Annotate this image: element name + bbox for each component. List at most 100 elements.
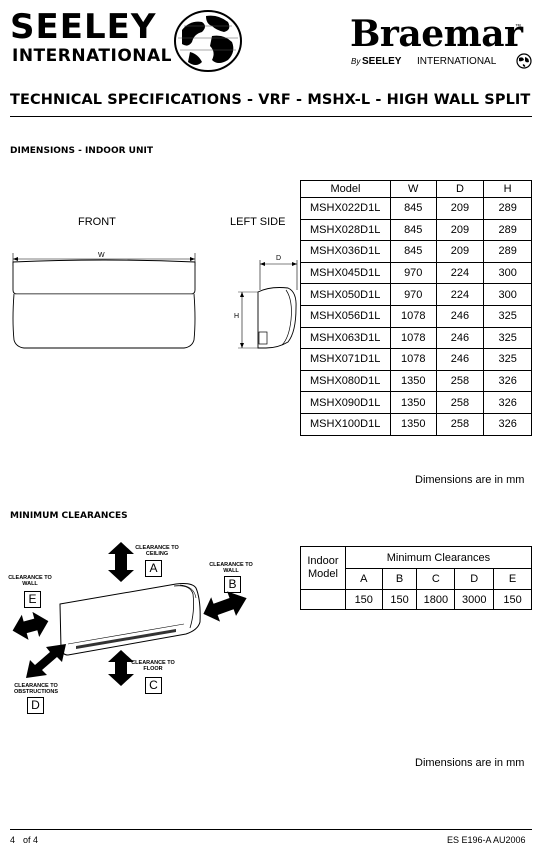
depth-cell: 246 (435, 326, 485, 350)
model-cell: MSHX071D1L (300, 348, 391, 371)
depth-cell: 224 (435, 283, 485, 306)
column-header-h: H (483, 180, 532, 198)
clearance-letter-e: E (24, 591, 41, 608)
clearance-diagram (12, 542, 247, 686)
table-row: MSHX100D1L 1350 258 326 (300, 412, 532, 436)
left-wall-label-line1: CLEARANCE TO (8, 575, 52, 581)
model-cell: MSHX022D1L (300, 197, 391, 220)
seeley-logo-text: SEELEY (10, 7, 157, 47)
indoor-model-header: Indoor Model (300, 546, 346, 590)
table-row: MSHX036D1L 845 209 289 (300, 240, 532, 263)
model-cell: MSHX100D1L (300, 412, 391, 436)
depth-cell: 246 (435, 348, 485, 371)
left-side-view-label: LEFT SIDE (230, 216, 286, 228)
left-wall-clearance-label: CLEARANCE TO WALL (8, 575, 52, 587)
trademark-mark: ™ (515, 24, 521, 30)
table-row: MSHX063D1L 1078 246 325 (300, 326, 532, 350)
front-view-drawing (12, 253, 196, 349)
height-dimension-label: H (234, 313, 240, 320)
table-row: MSHX090D1L 1350 258 326 (300, 391, 532, 414)
clearances-unit-note: Dimensions are in mm (415, 757, 525, 769)
ceiling-label-line2: CEILING (145, 551, 169, 557)
column-header-w: W (389, 180, 437, 198)
model-cell: MSHX050D1L (300, 283, 391, 306)
floor-label-line1: CLEARANCE TO (131, 660, 175, 666)
clearance-letter-d: D (27, 697, 44, 714)
depth-cell: 209 (435, 197, 485, 220)
height-cell: 289 (483, 218, 532, 242)
width-cell: 970 (389, 261, 437, 285)
right-wall-label-line2: WALL (223, 568, 239, 574)
indoor-model-cell (300, 589, 346, 610)
page-number: 4 (10, 835, 16, 845)
dimensions-table: Model W D H MSHX022D1L 845 209 289 MSHX0… (300, 180, 532, 436)
obstructions-label-line2: OBSTRUCTIONS (14, 689, 58, 695)
depth-cell: 258 (435, 369, 485, 393)
indoor-model-header-line2: Model (307, 568, 338, 580)
table-row: MSHX028D1L 845 209 289 (300, 218, 532, 242)
width-cell: 845 (389, 240, 437, 263)
clearance-letter-c: C (145, 677, 162, 694)
table-row: 150 150 1800 3000 150 (300, 589, 532, 610)
width-cell: 1350 (389, 412, 437, 436)
height-cell: 325 (483, 348, 532, 371)
height-cell: 326 (483, 391, 532, 414)
braemar-logo-text: Braemar (350, 13, 523, 55)
table-row: MSHX080D1L 1350 258 326 (300, 369, 532, 393)
clearance-value-e: 150 (493, 589, 532, 610)
width-cell: 970 (389, 283, 437, 306)
braemar-by-seeley: SEELEY (362, 56, 402, 67)
width-cell: 1350 (389, 391, 437, 414)
globe-logo-icon (174, 10, 242, 72)
width-cell: 845 (389, 197, 437, 220)
dimensions-table-header: Model W D H (300, 180, 532, 198)
column-header-d: D (454, 568, 495, 590)
braemar-by-international: INTERNATIONAL (417, 56, 497, 67)
model-cell: MSHX080D1L (300, 369, 391, 393)
height-cell: 289 (483, 240, 532, 263)
model-cell: MSHX056D1L (300, 304, 391, 328)
clearance-value-c: 1800 (416, 589, 456, 610)
height-cell: 289 (483, 197, 532, 220)
left-wall-label-line2: WALL (22, 581, 38, 587)
right-wall-label-line1: CLEARANCE TO (209, 562, 253, 568)
depth-cell: 258 (435, 412, 485, 436)
width-cell: 1078 (389, 326, 437, 350)
table-row: MSHX050D1L 970 224 300 (300, 283, 532, 306)
document-reference: ES E196-A AU2006 (447, 835, 526, 845)
width-cell: 845 (389, 218, 437, 242)
left-side-view-drawing (238, 260, 298, 349)
footer-divider (10, 829, 532, 830)
page-title: TECHNICAL SPECIFICATIONS - VRF - MSHX-L … (10, 92, 531, 108)
model-cell: MSHX090D1L (300, 391, 391, 414)
right-wall-clearance-label: CLEARANCE TO WALL (209, 562, 253, 574)
table-row: MSHX071D1L 1078 246 325 (300, 348, 532, 371)
front-view-label: FRONT (78, 216, 116, 228)
depth-cell: 209 (435, 218, 485, 242)
height-cell: 326 (483, 412, 532, 436)
dimensions-unit-note: Dimensions are in mm (415, 474, 525, 486)
floor-clearance-label: CLEARANCE TO FLOOR (131, 660, 175, 672)
depth-cell: 224 (435, 261, 485, 285)
depth-cell: 246 (435, 304, 485, 328)
clearance-value-a: 150 (344, 589, 383, 610)
width-dimension-label: W (98, 252, 105, 259)
title-divider (10, 116, 532, 117)
column-header-e: E (493, 568, 532, 590)
clearance-value-b: 150 (381, 589, 418, 610)
minimum-clearances-header: Minimum Clearances (344, 546, 533, 569)
model-cell: MSHX063D1L (300, 326, 391, 350)
small-globe-icon (516, 53, 532, 69)
clearance-letter-a: A (145, 560, 162, 577)
table-row: MSHX022D1L 845 209 289 (300, 197, 532, 220)
depth-cell: 209 (435, 240, 485, 263)
table-row: MSHX045D1L 970 224 300 (300, 261, 532, 285)
depth-dimension-label: D (276, 255, 282, 262)
width-cell: 1078 (389, 304, 437, 328)
column-header-d: D (435, 180, 485, 198)
height-cell: 326 (483, 369, 532, 393)
clearance-letters-row: A B C D E (301, 568, 532, 590)
clearances-heading: MINIMUM CLEARANCES (10, 511, 128, 521)
model-cell: MSHX045D1L (300, 261, 391, 285)
width-cell: 1078 (389, 348, 437, 371)
